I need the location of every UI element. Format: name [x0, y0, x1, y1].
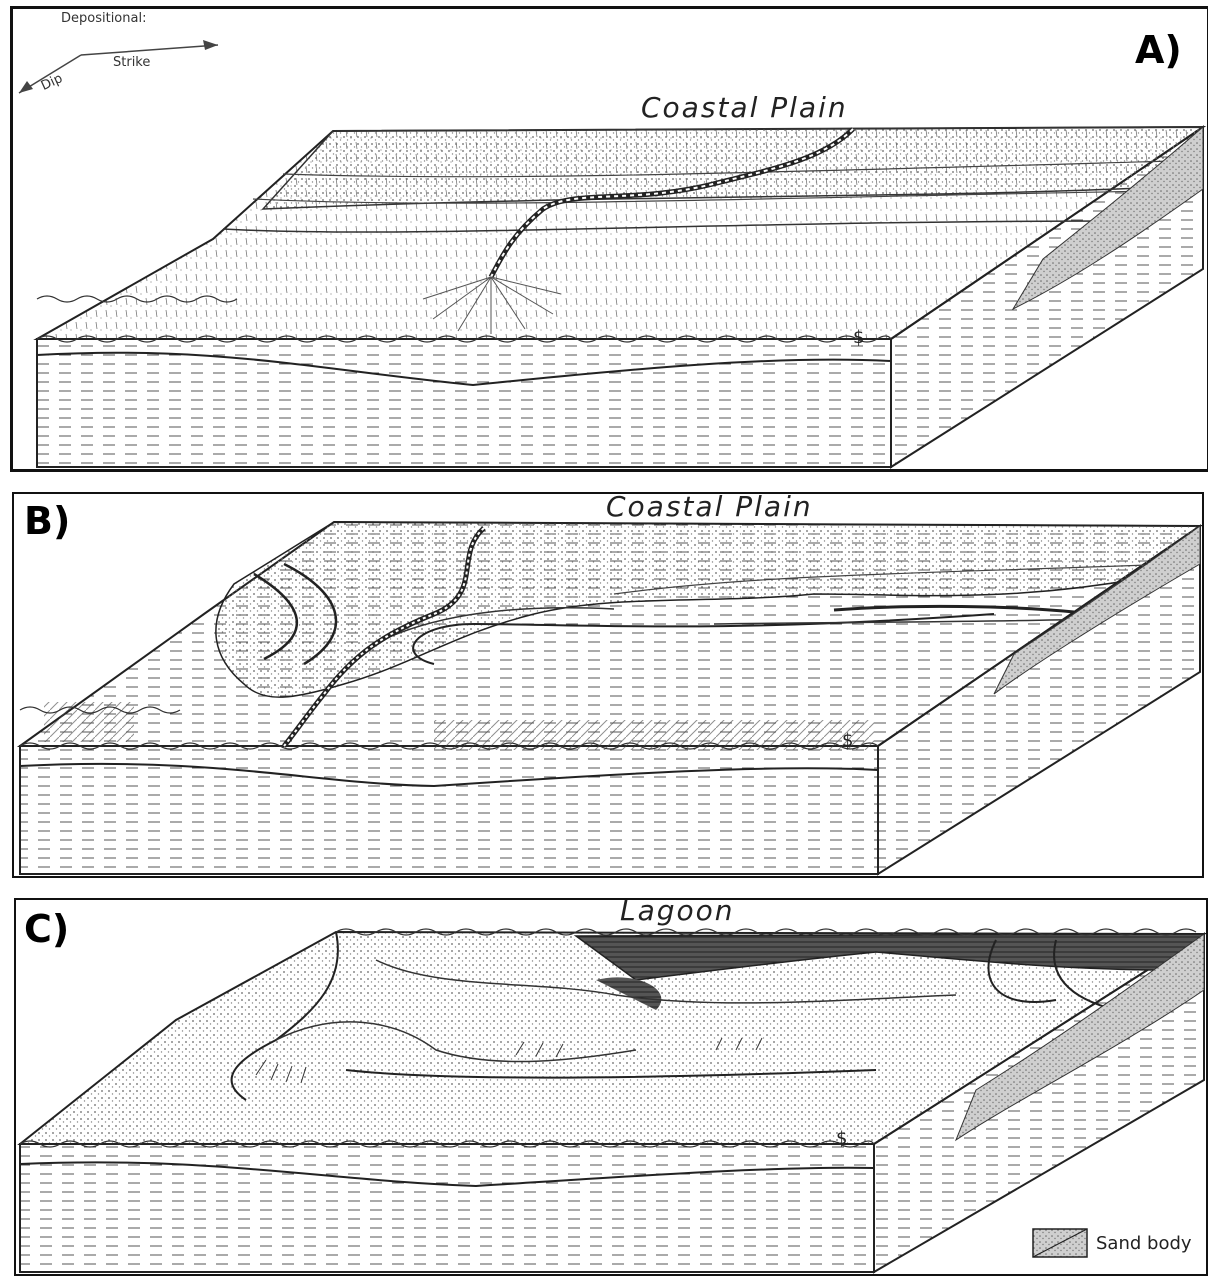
- compass-heading: Depositional:: [61, 11, 146, 26]
- sand-body-legend-swatch: [1032, 1228, 1088, 1258]
- block-diagram-c: [16, 900, 1206, 1274]
- panel-b: B) Coastal Plain $: [12, 492, 1204, 878]
- legend-label: Sand body: [1096, 1233, 1192, 1254]
- region-label-a: Coastal Plain: [641, 91, 848, 124]
- panel-letter-a: A): [1135, 31, 1182, 69]
- panel-a: Depositional: Strike Dip A) Coastal Plai…: [10, 6, 1208, 472]
- sea-level-symbol-a: $: [853, 327, 864, 348]
- block-diagram-a: [13, 9, 1207, 469]
- sea-level-symbol-b: $: [842, 730, 853, 751]
- panel-c: C) Lagoon $ Sand body: [14, 898, 1208, 1276]
- panel-letter-b: B): [24, 502, 70, 540]
- region-label-c: Lagoon: [620, 898, 735, 927]
- strike-label: Strike: [113, 55, 150, 70]
- front-face: [37, 339, 891, 467]
- region-label-b: Coastal Plain: [606, 492, 813, 523]
- block-diagram-b: [14, 494, 1202, 876]
- legend: Sand body: [1032, 1228, 1192, 1258]
- sea-level-symbol-c: $: [836, 1128, 847, 1149]
- panel-letter-c: C): [24, 910, 69, 948]
